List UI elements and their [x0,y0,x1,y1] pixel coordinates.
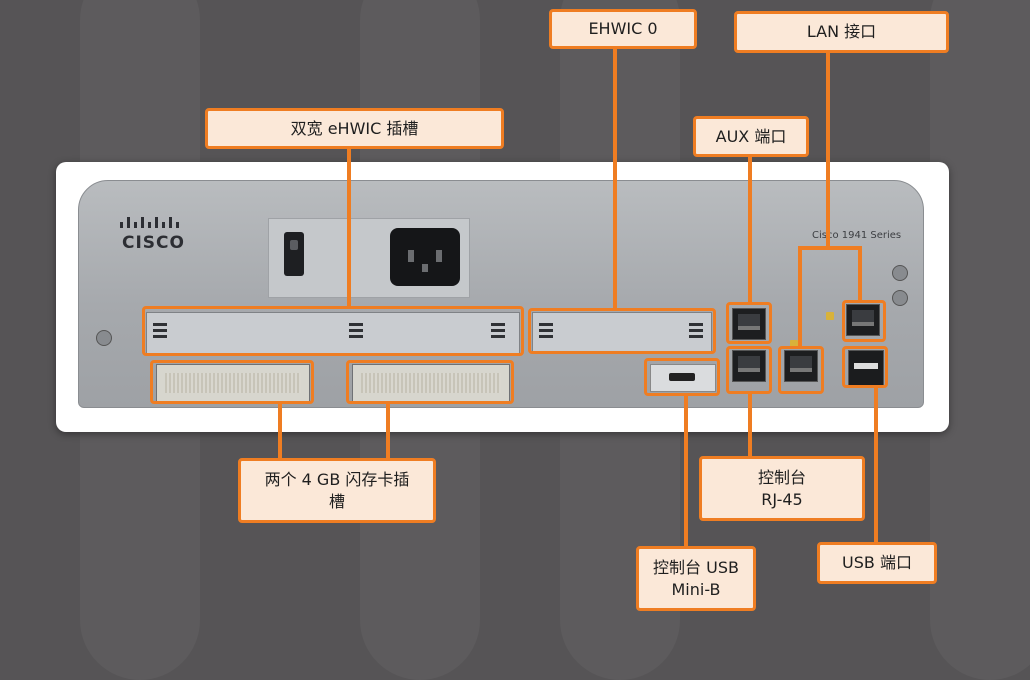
leader-line [684,394,688,548]
screw [96,330,112,346]
callout-aux-port: AUX 端口 [693,116,809,157]
screw [892,265,908,281]
status-led [826,312,834,320]
leader-line [858,246,862,302]
status-led [790,340,798,348]
leader-line [347,148,351,308]
console-usb-mini-b-port [650,364,716,392]
callout-double-wide-slot: 双宽 eHWIC 插槽 [205,108,504,149]
flash-card-slot [352,364,510,402]
console-rj45-port [732,350,766,382]
leader-line [278,402,282,460]
leader-line [748,392,752,458]
callout-ehwic0-label: EHWIC 0 [588,19,658,38]
highlight-ehwic0 [528,308,716,354]
leader-line [826,52,830,248]
callout-console-rj45-line1: 控制台 [757,467,806,487]
callout-console-rj45: 控制台 RJ-45 [699,456,865,521]
double-wide-ehwic-slot-cover [146,312,520,354]
flash-card-slot [156,364,310,402]
highlight-aux-port [726,302,772,344]
highlight-usb-mini-b [644,358,720,396]
leader-line [386,402,390,460]
callout-console-usb-line1: 控制台 USB [653,557,739,577]
highlight-double-wide-slot [142,306,524,356]
highlight-console-rj45 [726,346,772,394]
ehwic0-slot-cover [532,312,712,354]
power-inlet [390,228,460,286]
callout-flash-slots: 两个 4 GB 闪存卡插 槽 [238,458,436,523]
callout-usb-port: USB 端口 [817,542,937,584]
callout-usb-port-label: USB 端口 [842,553,912,572]
callout-console-rj45-line2: RJ-45 [761,489,803,509]
power-switch [284,232,304,276]
highlight-lan-port-0 [778,346,824,394]
callout-flash-slots-line2: 槽 [328,491,345,511]
highlight-usb-port [842,346,888,388]
lan-port-0 [784,350,818,382]
callout-ehwic0: EHWIC 0 [549,9,697,49]
callout-lan-ports-label: LAN 接口 [806,22,877,41]
leader-line [748,155,752,305]
highlight-lan-port-1 [842,300,886,342]
callout-console-usb-line2: Mini-B [671,579,721,599]
callout-flash-slots-line1: 两个 4 GB 闪存卡插 [264,469,410,489]
callout-lan-ports: LAN 接口 [734,11,949,53]
callout-double-wide-slot-label: 双宽 eHWIC 插槽 [290,118,419,138]
screw [892,290,908,306]
highlight-flash-slot-2 [346,360,514,404]
leader-line [613,48,617,310]
cisco-logo-text: CISCO [122,233,185,253]
callout-aux-port-label: AUX 端口 [715,126,787,146]
usb-port [848,350,884,386]
leader-line [874,386,878,544]
leader-line [798,246,802,348]
lan-port-1 [846,304,880,336]
highlight-flash-slot-1 [150,360,314,404]
cisco-logo-bars [120,217,179,228]
leader-line [798,246,860,250]
series-label: Cisco 1941 Series [812,230,902,241]
callout-console-usb: 控制台 USB Mini-B [636,546,756,611]
aux-rj45-port [732,308,766,340]
